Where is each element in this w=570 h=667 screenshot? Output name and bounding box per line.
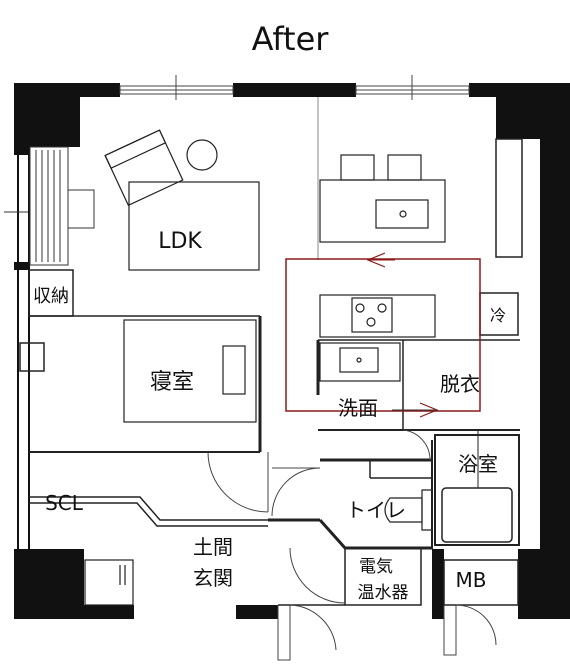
room-label-washroom: 洗面 xyxy=(338,396,378,420)
room-label-bedroom: 寝室 xyxy=(150,370,194,395)
room-label-earth-floor: 土間 xyxy=(193,535,233,559)
room-label-water-heater-2: 温水器 xyxy=(358,583,409,603)
top-windows xyxy=(119,75,470,100)
plan-title: After xyxy=(252,20,330,58)
left-wall xyxy=(17,147,30,549)
furniture xyxy=(84,129,446,606)
highlight-area xyxy=(285,252,481,418)
room-label-mb: MB xyxy=(456,568,487,592)
room-label-scl: SCL xyxy=(45,491,84,515)
room-label-storage: 収納 xyxy=(33,286,69,307)
room-label-entrance: 玄関 xyxy=(193,566,233,590)
room-label-water-heater-1: 電気 xyxy=(359,557,393,577)
room-label-ldk: LDK xyxy=(158,229,202,254)
room-label-toilet: トイレ xyxy=(346,498,406,522)
room-label-dressing: 脱衣 xyxy=(440,372,480,396)
outer-walls xyxy=(14,83,570,619)
room-label-fridge: 冷 xyxy=(490,306,506,325)
balcony-stripes xyxy=(4,146,95,266)
room-label-bathroom: 浴室 xyxy=(458,452,498,476)
doors xyxy=(207,429,497,661)
interior-walls xyxy=(19,97,523,606)
